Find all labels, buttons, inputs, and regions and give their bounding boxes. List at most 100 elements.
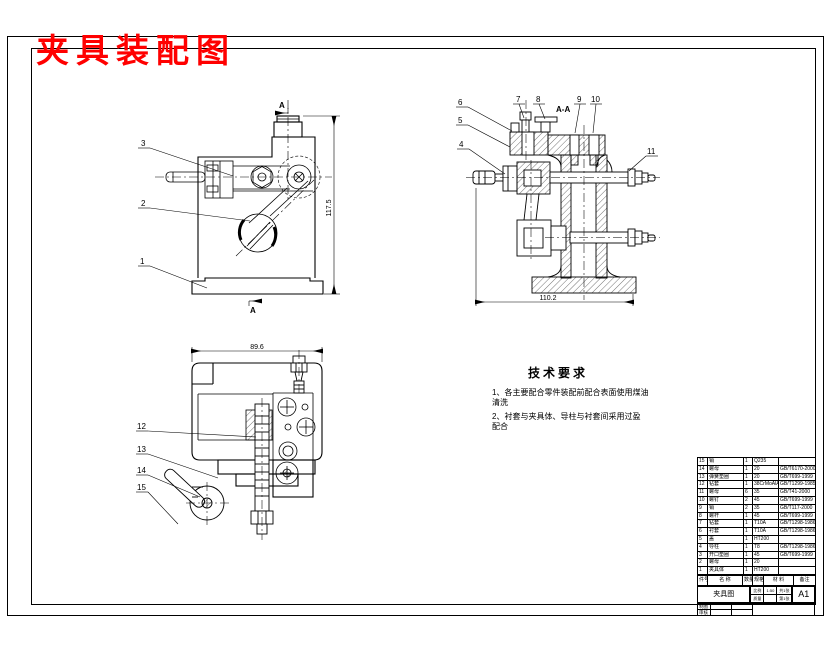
title-block-main-row: 夹具图 比例 1:50 共1张 质量 第1张 A1 <box>697 585 815 603</box>
cell: 衬套 <box>707 527 744 536</box>
cell: 4 <box>697 542 708 552</box>
cell: 2 <box>743 503 753 513</box>
cell: GB/T6170-2000 <box>778 464 816 474</box>
cell: 螺母 <box>707 488 744 497</box>
cell: 规格 <box>752 574 764 586</box>
label-8: 8 <box>536 95 541 104</box>
parts-list-header: 件号 名 称 数量 规格 材 料 备注 <box>697 574 816 586</box>
cell: 6 <box>743 488 753 497</box>
cell <box>731 608 753 616</box>
front-label-2: 2 <box>141 199 146 208</box>
scale-label: 比例 <box>750 585 765 595</box>
mass-value <box>763 593 778 603</box>
front-centerlines <box>155 100 332 257</box>
cell: 45 <box>752 511 779 521</box>
cell: 1 <box>743 457 753 466</box>
front-view: 117.5 3 2 1 A A <box>138 100 340 315</box>
cell: 2 <box>697 558 708 568</box>
label-15: 15 <box>137 483 146 492</box>
cell: GB/T1298-1986 <box>778 527 816 536</box>
cell: HT200 <box>752 566 779 575</box>
cell: 钻套 <box>707 519 744 529</box>
cell: 数量 <box>742 574 753 586</box>
cell: 45 <box>752 495 779 505</box>
cell: 1 <box>697 566 708 575</box>
section-dim-text: 110.2 <box>540 295 557 302</box>
cell: 销 <box>707 457 744 466</box>
cell <box>778 566 816 575</box>
section-plate <box>509 111 606 166</box>
cell: GB/T1299-1985 <box>778 480 816 490</box>
blank-cell <box>753 602 815 616</box>
cell: 弹簧垫圈 <box>707 472 744 482</box>
tech-requirements-title: 技术要求 <box>528 366 589 380</box>
cell: 钻套 <box>707 480 744 490</box>
cell: 名 称 <box>707 574 743 586</box>
label-10: 10 <box>591 95 600 104</box>
cell: 3 <box>697 550 708 560</box>
section-title: A-A <box>556 105 570 114</box>
mass-label: 质量 <box>750 593 765 603</box>
side-centerlines <box>186 350 300 540</box>
cell: 35 <box>752 488 779 497</box>
cell: 1 <box>743 527 753 536</box>
cell: 15 <box>697 457 708 466</box>
checked-label: 审核 <box>697 608 711 616</box>
sign-table: 制图 审核 <box>697 602 753 616</box>
cell: 2 <box>743 495 753 505</box>
section-mark-bottom: A <box>250 306 256 315</box>
section-centerlines <box>466 100 660 300</box>
cell: 导柱 <box>707 542 744 552</box>
cell: 夹具体 <box>707 566 744 575</box>
cell: 1 <box>743 558 753 568</box>
label-14: 14 <box>137 466 146 475</box>
section-dimension <box>475 188 634 306</box>
title-block-grid: 比例 1:50 共1张 质量 第1张 <box>750 585 793 603</box>
cell: 20 <box>752 472 779 482</box>
cell: 销 <box>707 503 744 513</box>
side-leaders <box>136 430 257 525</box>
front-label-3: 3 <box>141 139 146 148</box>
cell: 38CrMoAlA <box>752 480 779 490</box>
label-4: 4 <box>459 140 464 149</box>
cell: 件号 <box>697 574 708 586</box>
front-leaders <box>138 108 289 306</box>
cell: 1 <box>743 566 753 575</box>
cell: GB/T1298-1986 <box>778 519 816 529</box>
sheets-total: 共1张 <box>776 585 793 595</box>
cell: 1 <box>743 534 753 544</box>
cell: 45 <box>752 550 779 560</box>
side-view: 89.6 12 13 14 15 <box>136 344 323 540</box>
cell: 12 <box>697 480 708 490</box>
front-view-outline <box>191 115 324 295</box>
cell: 8 <box>697 511 708 521</box>
cell: 35 <box>752 503 779 513</box>
sheet-title: 夹具装配图 <box>36 31 236 70</box>
paper-size: A1 <box>792 585 815 603</box>
section-view: 110.2 6 5 4 7 8 A-A 9 10 11 <box>456 95 660 306</box>
title-block-sign-rows: 制图 审核 <box>697 602 815 616</box>
cell: 20 <box>752 558 779 568</box>
cell: 6 <box>697 527 708 536</box>
cell: 材 料 <box>763 574 794 586</box>
cell: 螺钉 <box>707 495 744 505</box>
front-phantom-circle <box>277 155 321 199</box>
cell: 螺杆 <box>707 511 744 521</box>
cell: 13 <box>697 472 708 482</box>
outer-border <box>7 36 824 616</box>
label-13: 13 <box>137 445 146 454</box>
tech-requirements-line: 配合 <box>492 422 508 431</box>
cell: 1 <box>743 464 753 474</box>
inner-border <box>31 48 816 605</box>
